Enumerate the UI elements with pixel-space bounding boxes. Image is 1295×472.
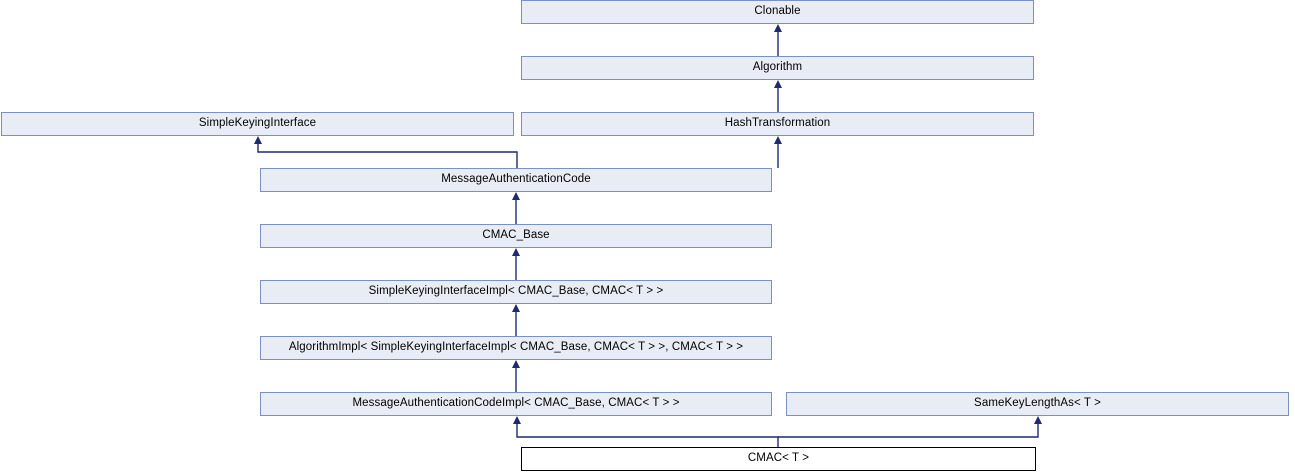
node-label: Algorithm [752,61,803,74]
node-label: SimpleKeyingInterfaceImpl< CMAC_Base, CM… [368,285,664,298]
node-message-authentication-code[interactable]: MessageAuthenticationCode [260,168,772,192]
node-label: HashTransformation [724,117,831,130]
node-message-authentication-code-impl[interactable]: MessageAuthenticationCodeImpl< CMAC_Base… [260,392,772,416]
edge-mac-to-hashtransformation [774,136,782,168]
edge-hashtransformation-to-algorithm [774,80,782,112]
node-simple-keying-interface[interactable]: SimpleKeyingInterface [1,112,514,136]
node-same-key-length-as[interactable]: SameKeyLengthAs< T > [786,392,1289,416]
edge-cmact-to-parents [513,416,1042,447]
edge-skii-to-cmacbase [512,248,520,280]
node-clonable[interactable]: Clonable [521,0,1034,24]
node-cmac-base[interactable]: CMAC_Base [260,224,772,248]
node-label: MessageAuthenticationCode [441,173,591,186]
node-label: MessageAuthenticationCodeImpl< CMAC_Base… [352,397,680,410]
node-label: SimpleKeyingInterface [198,117,317,130]
node-label: AlgorithmImpl< SimpleKeyingInterfaceImpl… [288,341,744,354]
edge-mac-to-simplekeyinginterface [254,136,518,168]
node-label: SameKeyLengthAs< T > [974,397,1101,410]
node-label: CMAC< T > [747,452,810,465]
edge-algorithmimpl-to-skii [512,304,520,336]
edge-macimpl-to-algorithmimpl [512,360,520,392]
node-simple-keying-interface-impl[interactable]: SimpleKeyingInterfaceImpl< CMAC_Base, CM… [260,280,772,304]
node-algorithm[interactable]: Algorithm [521,56,1034,80]
node-label: CMAC_Base [482,229,550,242]
node-hash-transformation[interactable]: HashTransformation [521,112,1034,136]
node-label: Clonable [754,5,801,18]
node-cmac-t[interactable]: CMAC< T > [521,447,1036,471]
edge-algorithm-to-clonable [774,24,782,56]
node-algorithm-impl[interactable]: AlgorithmImpl< SimpleKeyingInterfaceImpl… [260,336,772,360]
edge-cmacbase-to-mac [512,192,520,224]
